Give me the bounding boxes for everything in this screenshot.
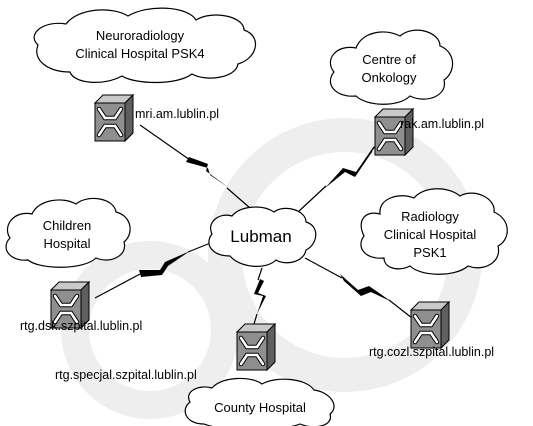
router-arrows bbox=[412, 313, 440, 345]
host-label-neuro: mri.am.lublin.pl bbox=[135, 107, 219, 121]
links bbox=[94, 124, 413, 325]
cloud-label-line: Centre of bbox=[362, 52, 416, 67]
cloud-label-line: Clinical Hospital bbox=[384, 227, 477, 242]
host-label-radiology: rtg.cozl.szpital.lublin.pl bbox=[369, 345, 494, 359]
cloud-label-children: Children Hospital bbox=[43, 218, 91, 251]
cloud-icon bbox=[184, 377, 335, 426]
cloud-label-onko: Centre of Onkology bbox=[362, 52, 417, 85]
link-county bbox=[253, 267, 266, 325]
link-radiology bbox=[304, 257, 413, 319]
router-arrows bbox=[96, 106, 124, 138]
router-icon bbox=[93, 93, 135, 143]
cloud-icon bbox=[208, 206, 317, 267]
cloud-label-line: Children bbox=[43, 218, 91, 233]
cloud-label-line: County Hospital bbox=[214, 400, 306, 415]
cloud-label-neuro: Neuroradiology Clinical Hospital PSK4 bbox=[75, 28, 204, 61]
cloud-label-line: Clinical Hospital PSK4 bbox=[75, 46, 204, 61]
router-icon bbox=[409, 300, 451, 350]
host-label-children: rtg.dsk.szpital.lublin.pl bbox=[20, 319, 142, 333]
router-arrows bbox=[376, 120, 404, 152]
host-label-onko: rak.am.lublin.pl bbox=[400, 117, 484, 131]
router-arrows bbox=[238, 335, 266, 367]
cloud-label-line: Onkology bbox=[362, 70, 417, 85]
hub-label: Lubman bbox=[230, 227, 291, 246]
cloud-label-county: County Hospital bbox=[214, 400, 306, 415]
router-icon bbox=[373, 107, 415, 157]
cloud-label-line: Neuroradiology bbox=[96, 28, 185, 43]
host-label-county: rtg.specjal.szpital.lublin.pl bbox=[55, 368, 197, 382]
cloud-label-radiology: Radiology Clinical Hospital PSK1 bbox=[384, 209, 477, 260]
cloud-icon bbox=[5, 197, 131, 268]
cloud-icon bbox=[329, 29, 454, 105]
cloud-label-line: PSK1 bbox=[413, 245, 446, 260]
router-icon bbox=[49, 280, 91, 330]
cloud-label-line: Radiology bbox=[401, 209, 459, 224]
router-arrows bbox=[52, 293, 80, 325]
cloud-label-line: Hospital bbox=[44, 236, 91, 251]
router-icon bbox=[235, 322, 277, 372]
cloud-icon bbox=[360, 188, 508, 275]
link-neuro bbox=[139, 124, 251, 209]
cloud-icon bbox=[33, 7, 256, 84]
